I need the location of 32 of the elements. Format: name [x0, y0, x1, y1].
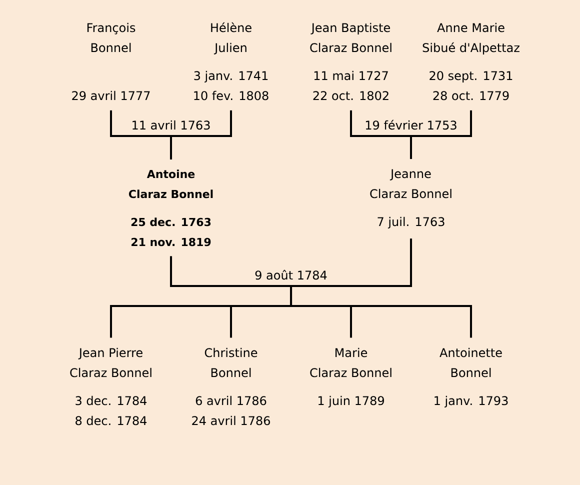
- edge-label: 11 avril 1763: [132, 120, 210, 130]
- person-name: François Bonnel: [87, 22, 136, 52]
- person-name: Anne Marie Sibué d'Alpettaz: [422, 22, 520, 54]
- date-text: 7 juil. 1763: [378, 216, 444, 228]
- person-name: Antoinette Bonnel: [440, 348, 502, 378]
- date-text: 10 fev. 1808: [194, 90, 268, 100]
- edge-label: 9 août 1784: [255, 270, 327, 280]
- date-text: 20 sept. 1731: [430, 71, 512, 82]
- connector-line: [410, 110, 472, 160]
- person-name: Marie Claraz Bonnel: [310, 348, 392, 378]
- person-name: Antoine Claraz Bonnel: [128, 170, 213, 198]
- connector-line: [290, 238, 472, 338]
- date-text: 25 dec. 1763: [131, 218, 211, 226]
- date-text: 21 nov. 1819: [132, 238, 211, 246]
- person-name: Christine Bonnel: [204, 348, 258, 378]
- person-name: Jean Pierre Claraz Bonnel: [70, 348, 152, 378]
- date-text: 22 oct. 1802: [313, 91, 388, 100]
- person-name: Jeanne Claraz Bonnel: [370, 169, 452, 198]
- date-text: 3 janv. 1741: [194, 70, 268, 82]
- date-text: 3 dec. 1784: [76, 396, 147, 406]
- edge-label: 19 février 1753: [366, 120, 456, 130]
- connector-line: [170, 110, 232, 160]
- person-name: Hélène Julien: [211, 22, 252, 54]
- date-text: 1 janv. 1793: [434, 396, 508, 408]
- date-text: 8 dec. 1784: [76, 416, 147, 426]
- date-text: 24 avril 1786: [192, 416, 270, 426]
- date-text: 11 mai 1727: [314, 70, 388, 80]
- date-text: 28 oct. 1779: [433, 91, 509, 100]
- person-name: Jean Baptiste Claraz Bonnel: [310, 22, 392, 52]
- date-text: 6 avril 1786: [196, 396, 266, 406]
- date-text: 1 juin 1789: [318, 396, 384, 408]
- date-text: 29 avril 1777: [72, 90, 150, 100]
